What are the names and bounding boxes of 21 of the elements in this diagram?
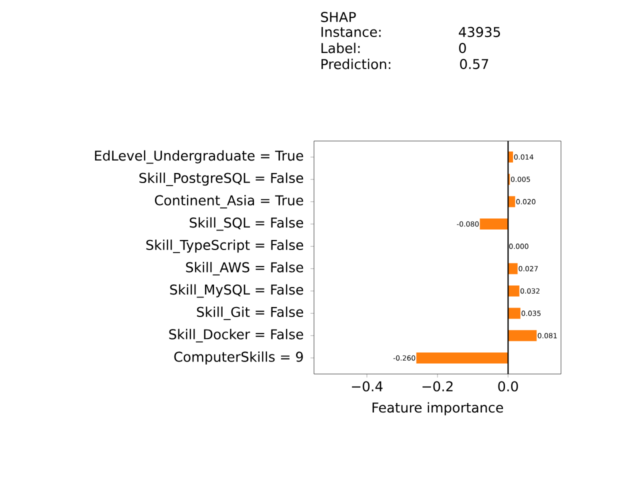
- header-text: 0.57: [460, 58, 488, 70]
- tick-label: 0.0: [498, 381, 518, 392]
- header-text: Prediction:: [322, 58, 390, 70]
- category-label: Skill_PostgreSQL = False: [139, 172, 304, 186]
- header-text: 0: [459, 42, 466, 54]
- category-label: Skill_SQL = False: [190, 217, 304, 231]
- category-label: Skill_TypeScript = False: [146, 240, 304, 254]
- header-text: SHAP: [321, 12, 356, 22]
- category-label: Continent_Asia = True: [154, 194, 304, 208]
- category-label: EdLevel_Undergraduate = True: [95, 150, 304, 164]
- header-text: 43935: [458, 26, 500, 38]
- category-label: Skill_AWS = False: [186, 262, 304, 276]
- category-label: Skill_Docker = False: [169, 328, 304, 342]
- category-label: ComputerSkills = 9: [174, 351, 303, 364]
- axis-title: Feature importance: [372, 402, 503, 416]
- tick-label: −0.2: [422, 381, 453, 392]
- tick-label: −0.4: [352, 381, 383, 392]
- header-text: Label:: [322, 42, 360, 54]
- category-label: Skill_Git = False: [197, 306, 304, 320]
- category-label: Skill_MySQL = False: [170, 284, 304, 298]
- header-text: Instance:: [322, 26, 381, 38]
